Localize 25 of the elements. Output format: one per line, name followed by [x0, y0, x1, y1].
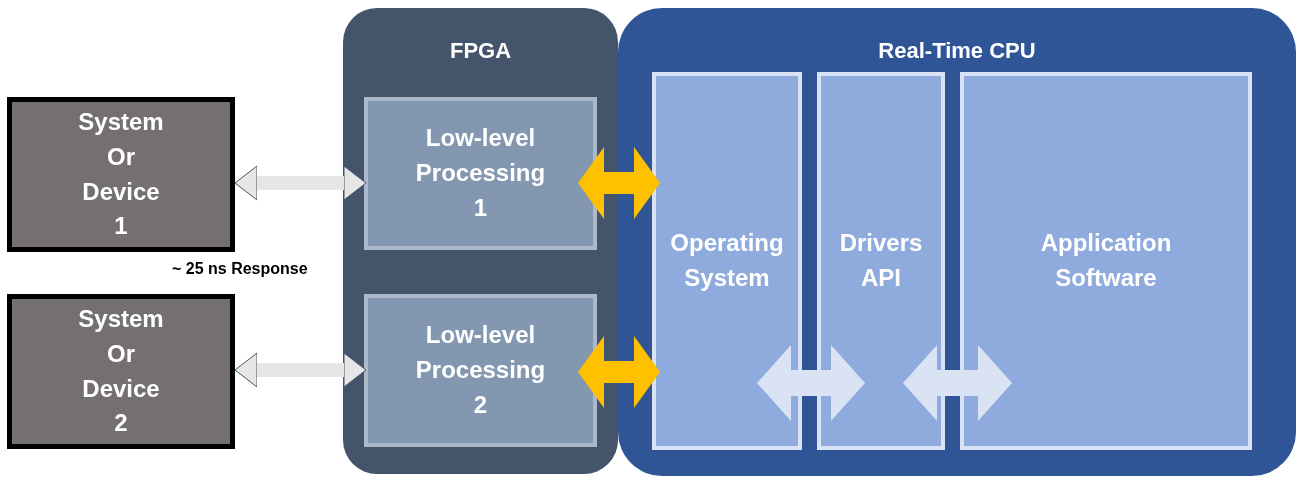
panel-title: FPGA: [449, 38, 512, 64]
double-arrow: [757, 345, 865, 421]
process-box: [364, 97, 597, 250]
box-label: System Or Device 1: [77, 106, 165, 242]
box-label: Low-level Processing 1: [414, 123, 547, 223]
fpga-panel: [343, 8, 618, 474]
double-arrow: [578, 336, 660, 408]
panel-title: Real-Time CPU: [878, 38, 1036, 64]
double-arrow: [903, 345, 1012, 421]
box-label: Operating System: [669, 228, 785, 293]
box-label: Drivers API: [838, 228, 924, 293]
device-box: [7, 97, 235, 252]
cpu-panel: [618, 8, 1296, 476]
process-box: [364, 294, 597, 447]
layer-box: [652, 72, 802, 450]
response-note: ~ 25 ns Response: [172, 260, 308, 278]
double-arrow: [578, 147, 660, 219]
layer-box: [817, 72, 945, 450]
layer-box: [960, 72, 1252, 450]
box-label: Application Software: [1039, 228, 1173, 293]
double-arrow: [234, 352, 367, 388]
box-label: Low-level Processing 2: [414, 320, 547, 420]
box-label: System Or Device 2: [77, 303, 165, 439]
double-arrow: [234, 165, 367, 201]
device-box: [7, 294, 235, 449]
